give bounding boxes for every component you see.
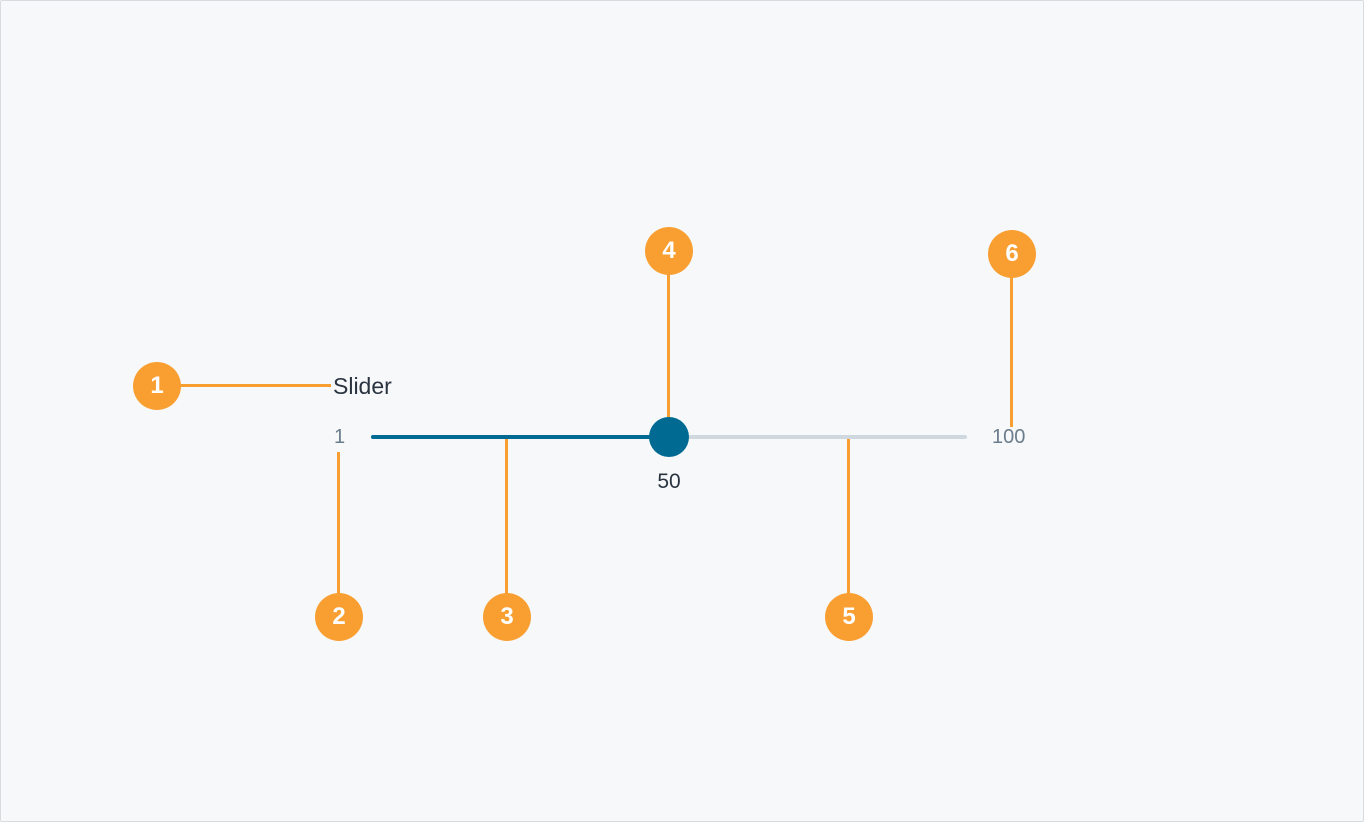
slider-min-value: 1 [334,426,346,448]
slider-thumb[interactable] [649,417,689,457]
callout-line-4 [667,273,670,427]
marker-1: 1 [133,362,181,410]
marker-6: 6 [988,230,1036,278]
callout-line-3 [505,438,508,596]
marker-5: 5 [825,593,873,641]
slider-current-value: 50 [657,470,681,493]
marker-4: 4 [645,227,693,275]
callout-line-1 [179,384,331,387]
marker-3: 3 [483,593,531,641]
slider-label: Slider [333,373,392,399]
callout-line-5 [847,438,850,596]
slider-max-value: 100 [992,426,1026,448]
callout-line-2 [337,452,340,596]
marker-2: 2 [315,593,363,641]
slider-fill [371,435,669,439]
callout-line-6 [1010,275,1013,427]
